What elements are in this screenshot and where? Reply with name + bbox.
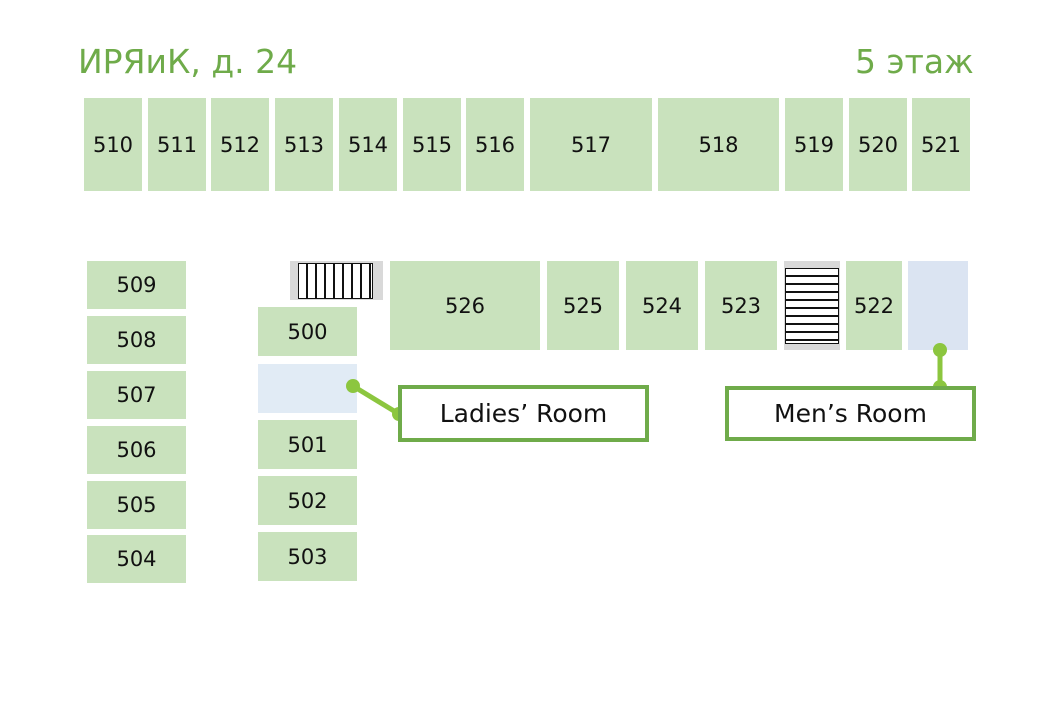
stair-steps-icon [298,263,373,299]
ladies-connector-line [351,383,401,417]
floor-title: 5 этаж [855,42,974,81]
room-521[interactable]: 521 [912,98,970,191]
room-501[interactable]: 501 [258,420,357,469]
room-522[interactable]: 522 [846,261,902,350]
room-520[interactable]: 520 [849,98,907,191]
room-508[interactable]: 508 [87,316,186,364]
room-503[interactable]: 503 [258,532,357,581]
room-507[interactable]: 507 [87,371,186,419]
room-510[interactable]: 510 [84,98,142,191]
stair-steps-icon [785,268,839,344]
room-515[interactable]: 515 [403,98,461,191]
room-519[interactable]: 519 [785,98,843,191]
room-526[interactable]: 526 [390,261,540,350]
room-502[interactable]: 502 [258,476,357,525]
room-518[interactable]: 518 [658,98,779,191]
ladies-room-area[interactable] [258,364,357,413]
room-506[interactable]: 506 [87,426,186,474]
room-504[interactable]: 504 [87,535,186,583]
ladies-room-label[interactable]: Ladies’ Room [398,385,649,442]
staircase-west [290,261,383,300]
mens-room-area[interactable] [908,261,968,350]
room-509[interactable]: 509 [87,261,186,309]
mens-room-label[interactable]: Men’s Room [725,386,976,441]
room-524[interactable]: 524 [626,261,698,350]
room-517[interactable]: 517 [530,98,652,191]
building-title: ИРЯиК, д. 24 [78,42,298,81]
room-505[interactable]: 505 [87,481,186,529]
room-523[interactable]: 523 [705,261,777,350]
room-516[interactable]: 516 [466,98,524,191]
mens-room-text: Men’s Room [774,399,927,428]
ladies-room-text: Ladies’ Room [439,399,608,428]
room-500[interactable]: 500 [258,307,357,356]
room-512[interactable]: 512 [211,98,269,191]
staircase-east [784,261,840,350]
room-514[interactable]: 514 [339,98,397,191]
room-525[interactable]: 525 [547,261,619,350]
room-511[interactable]: 511 [148,98,206,191]
room-513[interactable]: 513 [275,98,333,191]
